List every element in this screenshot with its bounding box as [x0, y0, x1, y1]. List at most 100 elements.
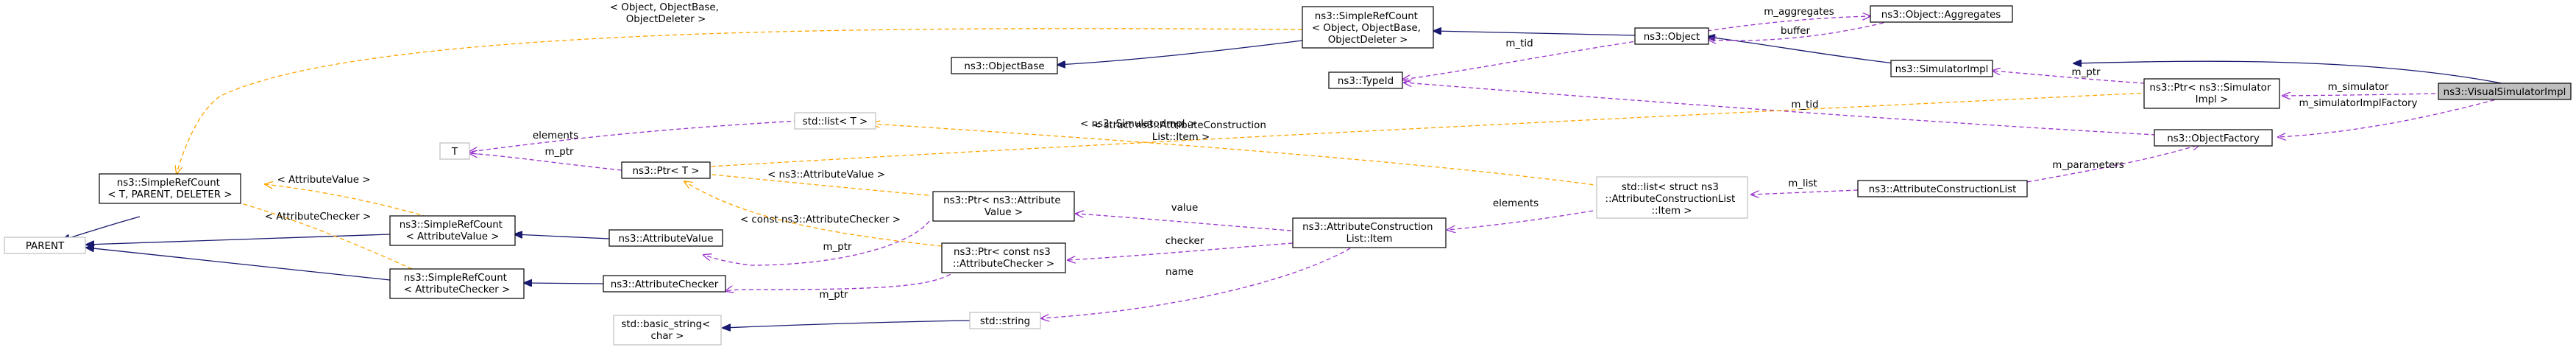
node-simple-ref-count-template[interactable]: ns3::SimpleRefCount < T, PARENT, DELETER… — [99, 173, 241, 204]
edge-srf-value-to-template — [265, 184, 442, 222]
edge-t-to-std-list-t — [469, 120, 799, 152]
node-parent[interactable]: PARENT — [4, 237, 86, 254]
label-elements-t: elements — [533, 130, 578, 141]
label-struct-acl-item: < struct ns3::AttributeConstruction List… — [1093, 120, 1269, 143]
edge-attribute-value-to-ptr — [703, 220, 930, 266]
svg-text:ns3::Ptr< ns3::Attribute: ns3::Ptr< ns3::Attribute Value > — [943, 195, 1064, 218]
label-attr-value-arg: < ns3::AttributeValue > — [767, 169, 885, 181]
edge-ptr-value-to-ptr-t — [698, 173, 929, 196]
node-ptr-attribute-checker[interactable]: ns3::Ptr< const ns3 ::AttributeChecker > — [941, 242, 1066, 273]
label-elements-item: elements — [1493, 198, 1539, 209]
node-simple-ref-count-object[interactable]: ns3::SimpleRefCount < Object, ObjectBase… — [1302, 6, 1434, 49]
label-name: name — [1165, 267, 1193, 278]
edge-ptr-sim-to-ptr-t — [698, 92, 2149, 167]
label-m-tid-factory: m_tid — [1791, 99, 1818, 111]
svg-text:ns3::AttributeValue: ns3::AttributeValue — [619, 234, 714, 245]
label-m-parameters: m_parameters — [2052, 160, 2123, 171]
label-m-simulator-impl-factory: m_simulatorImplFactory — [2299, 98, 2418, 109]
edge-acl-to-object-factory — [2026, 144, 2200, 183]
svg-text:ns3::AttributeConstruction: ns3::AttributeConstruction List::Item — [1302, 222, 1436, 245]
edge-object-to-aggregates — [1706, 16, 1870, 32]
node-std-list-acl-item[interactable]: std::list< struct ns3 ::AttributeConstru… — [1596, 176, 1748, 219]
edge-std-list-item-to-acl — [1751, 189, 1859, 195]
node-visual-simulator-impl[interactable]: ns3::VisualSimulatorImpl — [2438, 83, 2572, 100]
svg-text:ns3::ObjectFactory: ns3::ObjectFactory — [2167, 133, 2260, 144]
edge-attribute-checker-to-ptr — [725, 270, 957, 291]
svg-text:std::string: std::string — [980, 316, 1030, 327]
node-attribute-value[interactable]: ns3::AttributeValue — [608, 229, 723, 247]
svg-text:PARENT: PARENT — [26, 241, 65, 252]
edge-srf-checker-to-template — [221, 197, 413, 270]
label-attribute-checker-arg: < AttributeChecker > — [265, 211, 372, 223]
edge-ptr-value-to-acl-item — [1076, 214, 1292, 231]
edge-aggregates-to-object — [1709, 22, 1884, 41]
svg-text:ns3::Ptr< const ns3 ::: ns3::Ptr< const ns3 ::AttributeChecker > — [953, 247, 1054, 270]
edge-srf-template-to-parent — [62, 216, 141, 240]
node-attribute-construction-list-item[interactable]: ns3::AttributeConstruction List::Item — [1292, 217, 1447, 248]
node-ptr-t[interactable]: ns3::Ptr< T > — [621, 161, 711, 179]
label-m-ptr-t: m_ptr — [545, 147, 574, 158]
node-t[interactable]: T — [439, 142, 470, 160]
edge-acl-item-to-std-list — [1447, 210, 1594, 230]
label-ns3-simulator-impl-arg: < ns3::SimulatorImpl > — [1080, 119, 1196, 130]
node-simulator-impl[interactable]: ns3::SimulatorImpl — [1890, 60, 1993, 77]
svg-text:ns3::Ptr< ns3::Simulator: ns3::Ptr< ns3::Simulator Impl > — [2149, 83, 2274, 105]
label-buffer: buffer — [1781, 26, 1810, 37]
node-object-base[interactable]: ns3::ObjectBase — [951, 57, 1058, 74]
svg-text:T: T — [451, 147, 458, 158]
svg-text:ns3::SimpleRefCount <: ns3::SimpleRefCount < Object, ObjectBase… — [1312, 11, 1424, 46]
edge-object-factory-to-type-id — [1404, 83, 2157, 136]
edge-visual-simulator-impl-to-simulator-impl — [2073, 61, 2502, 84]
svg-text:ns3::SimpleRefCount <: ns3::SimpleRefCount < AttributeValue > — [400, 220, 505, 242]
svg-text:ns3::Object::Aggregates: ns3::Object::Aggregates — [1881, 10, 2001, 21]
edge-t-to-ptr-t — [469, 153, 622, 171]
edge-ptr-sim-to-simulator-impl — [1993, 71, 2146, 84]
label-value: value — [1171, 203, 1199, 214]
node-object-factory[interactable]: ns3::ObjectFactory — [2154, 129, 2273, 147]
edge-string-to-acl-item — [1041, 248, 1351, 318]
label-m-simulator: m_simulator — [2328, 82, 2389, 93]
node-object[interactable]: ns3::Object — [1634, 27, 1709, 45]
label-attribute-value-arg: < AttributeValue > — [277, 175, 371, 186]
label-const-checker-arg: < const ns3::AttributeChecker > — [740, 214, 901, 225]
node-ptr-attribute-value[interactable]: ns3::Ptr< ns3::Attribute Value > — [932, 191, 1075, 222]
svg-text:ns3::SimpleRefCount <: ns3::SimpleRefCount < AttributeChecker > — [404, 273, 511, 295]
node-std-string[interactable]: std::string — [969, 312, 1041, 329]
edge-object-to-type-id — [1402, 40, 1642, 80]
label-m-ptr-value: m_ptr — [823, 242, 852, 253]
edge-std-list-item-to-std-list-t — [872, 124, 1601, 186]
label-m-ptr-checker: m_ptr — [820, 290, 848, 301]
edge-attribute-value-to-srf — [514, 234, 610, 239]
edge-simple-ref-count-to-template — [177, 28, 1303, 174]
node-object-aggregates[interactable]: ns3::Object::Aggregates — [1870, 5, 2013, 23]
node-ptr-simulator-impl[interactable]: ns3::Ptr< ns3::Simulator Impl > — [2143, 78, 2280, 109]
label-m-tid-object: m_tid — [1505, 38, 1533, 49]
svg-text:ns3::ObjectBase: ns3::ObjectBase — [964, 61, 1044, 72]
svg-text:ns3::Ptr< T >: ns3::Ptr< T > — [633, 166, 700, 177]
edge-object-factory-to-visual — [2278, 97, 2502, 137]
label-m-list: m_list — [1788, 178, 1817, 189]
node-type-id[interactable]: ns3::TypeId — [1328, 71, 1403, 89]
svg-text:std::list< struct ns3: std::list< struct ns3 ::AttributeConstru… — [1605, 182, 1738, 217]
label-m-ptr-sim: m_ptr — [2072, 67, 2101, 78]
node-attribute-construction-list[interactable]: ns3::AttributeConstructionList — [1857, 180, 2028, 197]
node-simple-ref-count-attribute-value[interactable]: ns3::SimpleRefCount < AttributeValue > — [389, 215, 516, 246]
edge-ptr-checker-to-acl-item — [1068, 242, 1294, 260]
svg-text:std::basic_string< cha: std::basic_string< char > — [621, 319, 713, 342]
label-checker: checker — [1165, 236, 1204, 247]
svg-text:ns3::AttributeChecker: ns3::AttributeChecker — [611, 279, 719, 290]
edge-object-to-simple-ref-count — [1433, 31, 1636, 36]
node-std-basic-string[interactable]: std::basic_string< char > — [613, 315, 722, 346]
label-object-deleter-args: < Object, ObjectBase, ObjectDeleter > — [610, 2, 722, 25]
svg-text:ns3::Object: ns3::Object — [1644, 32, 1700, 43]
edge-simple-ref-count-to-object-base — [1057, 40, 1303, 65]
node-simple-ref-count-attribute-checker[interactable]: ns3::SimpleRefCount < AttributeChecker > — [389, 268, 525, 299]
node-attribute-checker[interactable]: ns3::AttributeChecker — [603, 275, 726, 293]
edge-string-to-basic-string — [723, 320, 971, 328]
svg-text:ns3::TypeId: ns3::TypeId — [1338, 76, 1394, 87]
svg-text:ns3::VisualSimulatorImpl: ns3::VisualSimulatorImpl — [2444, 87, 2566, 98]
node-std-list-t[interactable]: std::list< T > — [794, 112, 876, 130]
svg-text:std::list< T >: std::list< T > — [803, 116, 868, 127]
edge-srf-value-to-parent — [86, 234, 391, 245]
